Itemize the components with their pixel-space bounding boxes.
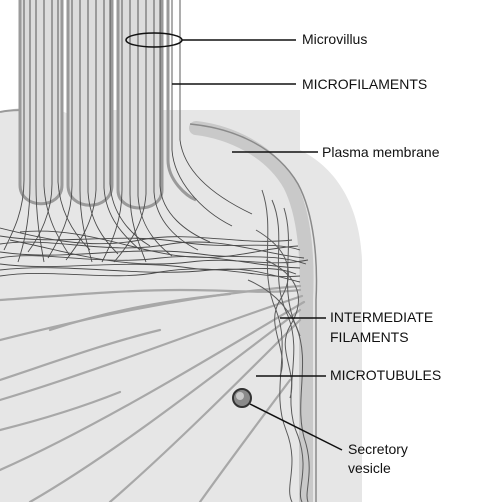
label-secretory-vesicle-line1: Secretory bbox=[348, 441, 408, 458]
secretory-vesicle-core bbox=[236, 392, 244, 400]
label-intermediate-filaments-line1: INTERMEDIATE bbox=[330, 309, 433, 326]
label-microtubules: MICROTUBULES bbox=[330, 367, 441, 384]
label-microvillus: Microvillus bbox=[302, 31, 367, 48]
label-intermediate-filaments-line2: FILAMENTS bbox=[330, 329, 409, 346]
label-microfilaments: MICROFILAMENTS bbox=[302, 76, 427, 93]
label-plasma-membrane: Plasma membrane bbox=[322, 144, 440, 161]
label-secretory-vesicle-line2: vesicle bbox=[348, 460, 391, 477]
microvillus-shape bbox=[68, 0, 112, 205]
microvillus-shape bbox=[20, 0, 62, 204]
microvillus-shape bbox=[118, 0, 162, 208]
